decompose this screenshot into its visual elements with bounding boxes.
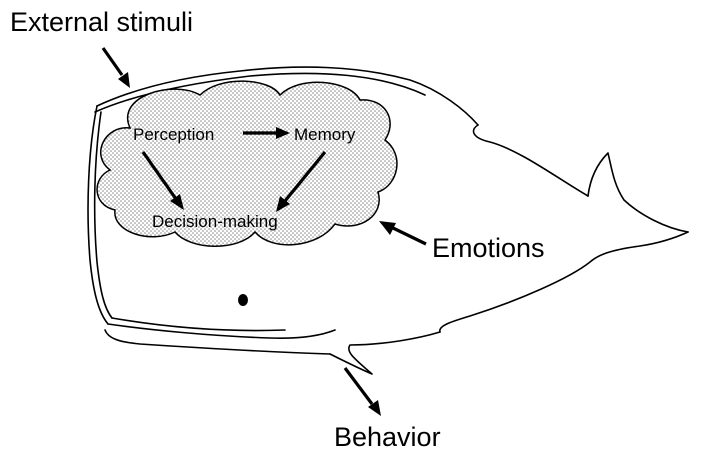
emotions-arrow: [392, 226, 427, 246]
emotions-label: Emotions: [432, 233, 545, 263]
external-stimuli-arrow: [101, 47, 124, 76]
whale-head-front-inner: [93, 111, 113, 319]
whale-jaw-outline: [107, 323, 336, 339]
memory-to-decision-arrow: [283, 150, 327, 203]
whale-belly-outline: [104, 329, 331, 355]
brain-cloud: [96, 80, 398, 247]
whale-tail-lower: [439, 231, 689, 333]
whale-eye: [238, 294, 248, 306]
perception-to-decision-arrowhead: [170, 194, 184, 210]
decision-making-label: Decision-making: [152, 212, 278, 231]
perception-to-decision-arrow: [141, 151, 178, 200]
whale-back-outline-inner: [94, 72, 426, 113]
whale-mouth-line: [111, 317, 286, 332]
external-stimuli-arrowhead: [118, 72, 130, 88]
whale-dorsal-outline: [472, 124, 589, 197]
whale-illustration: [87, 66, 689, 375]
behavior-arrow: [343, 367, 374, 405]
behavior-arrowhead: [368, 400, 381, 416]
whale-pectoral-fin: [329, 331, 441, 375]
memory-label: Memory: [294, 125, 356, 144]
whale-head-front: [87, 105, 109, 325]
whale-back-outline: [96, 66, 479, 126]
emotions-arrowhead: [379, 221, 396, 235]
memory-to-decision-arrowhead: [276, 196, 290, 212]
whale-tail-upper: [587, 152, 689, 233]
external-stimuli-label: External stimuli: [10, 7, 193, 37]
perception-label: Perception: [133, 125, 214, 144]
brain-arrows: [141, 127, 327, 212]
outer-arrows: [101, 47, 427, 416]
behavior-label: Behavior: [334, 422, 441, 452]
perception-to-memory-arrowhead: [276, 127, 290, 139]
